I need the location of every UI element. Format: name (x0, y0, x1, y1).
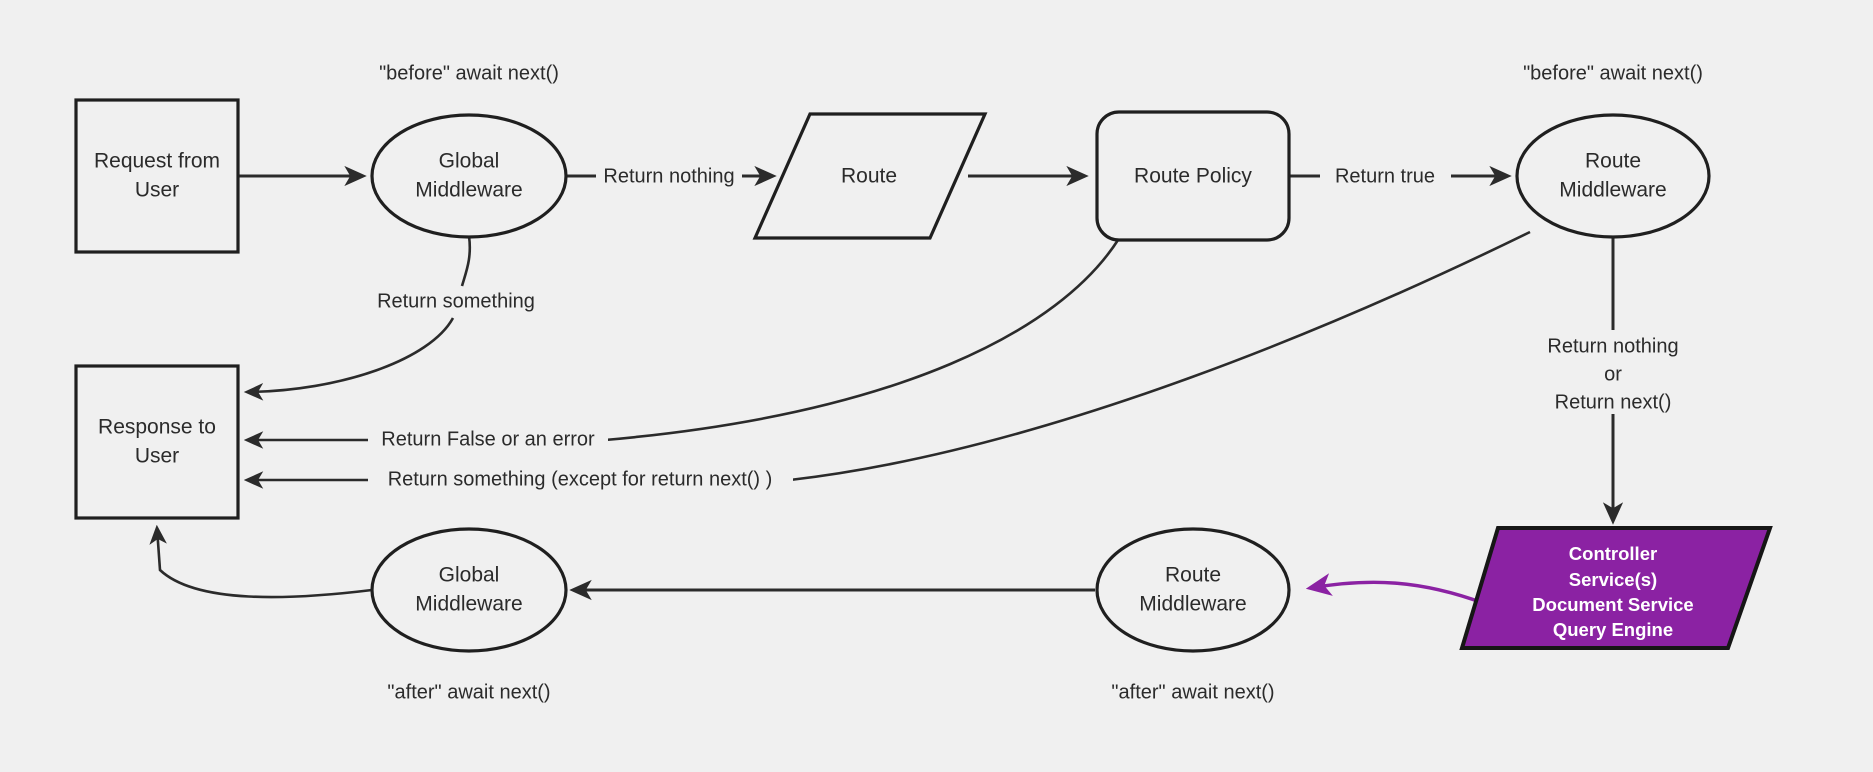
annotation-before-await-next-global: "before" await next() (379, 62, 559, 84)
node-global-middleware-bottom-line2: Middleware (415, 593, 522, 616)
node-route[interactable]: Route (752, 112, 988, 240)
edge-label-return-something-except-next: Return something (except for return next… (368, 467, 793, 493)
svg-text:or: or (1604, 363, 1622, 385)
node-global-middleware-bottom[interactable]: Global Middleware (370, 527, 568, 653)
node-request-from-user-line2: User (135, 179, 179, 202)
edge-label-return-true: Return true (1320, 163, 1451, 189)
annotation-after-await-next-global: "after" await next() (387, 681, 550, 703)
svg-text:Return next(): Return next() (1555, 391, 1672, 413)
svg-text:Return nothing: Return nothing (1547, 335, 1678, 357)
node-route-middleware-top-line2: Middleware (1559, 179, 1666, 202)
node-controller-services[interactable]: Controller Service(s) Document Service Q… (1459, 526, 1773, 650)
node-route-middleware-top-line1: Route (1585, 150, 1641, 173)
svg-text:Return False or an error: Return False or an error (381, 428, 595, 450)
svg-text:"before" await next(): "before" await next() (1523, 62, 1703, 84)
svg-text:"after" await next(): "after" await next() (387, 681, 550, 703)
node-route-policy-label: Route Policy (1134, 165, 1252, 188)
node-global-middleware-top[interactable]: Global Middleware (370, 113, 568, 239)
svg-text:"after" await next(): "after" await next() (1111, 681, 1274, 703)
node-global-middleware-top-line2: Middleware (415, 179, 522, 202)
node-response-to-user-line1: Response to (98, 416, 216, 439)
annotation-before-await-next-route: "before" await next() (1523, 62, 1703, 84)
node-route-middleware-bottom-line2: Middleware (1139, 593, 1246, 616)
svg-text:Return nothing: Return nothing (603, 165, 734, 187)
node-global-middleware-bottom-line1: Global (439, 564, 500, 587)
svg-text:Return true: Return true (1335, 165, 1435, 187)
edge-label-return-nothing: Return nothing (596, 163, 742, 189)
edge-controller-to-route-middleware-purple (1305, 573, 1484, 605)
svg-text:Return something (except for r: Return something (except for return next… (388, 468, 773, 490)
node-route-label: Route (841, 165, 897, 188)
node-request-from-user-line1: Request from (94, 150, 220, 173)
node-controller-services-line1: Controller (1569, 543, 1657, 564)
edge-label-return-false-or-error: Return False or an error (368, 427, 608, 453)
svg-text:Return something: Return something (377, 290, 535, 312)
node-route-policy[interactable]: Route Policy (1095, 110, 1291, 242)
edge-global-middleware-return-something (243, 235, 472, 401)
node-route-middleware-bottom[interactable]: Route Middleware (1095, 527, 1291, 653)
node-response-to-user-line2: User (135, 445, 179, 468)
node-controller-services-line2: Service(s) (1569, 569, 1657, 590)
edge-label-return-nothing-or-next: Return nothing or Return next() (1528, 332, 1700, 414)
annotation-after-await-next-route: "after" await next() (1111, 681, 1274, 703)
node-route-middleware-bottom-line1: Route (1165, 564, 1221, 587)
node-request-from-user[interactable]: Request from User (74, 98, 240, 254)
edge-label-return-something: Return something (366, 289, 546, 315)
node-controller-services-line4: Query Engine (1553, 619, 1673, 640)
svg-text:"before" await next(): "before" await next() (379, 62, 559, 84)
edge-global-middleware-bottom-to-response (149, 524, 373, 599)
edge-route-middleware-return-something (243, 230, 1531, 489)
node-controller-services-line3: Document Service (1532, 594, 1693, 615)
edge-route-policy-return-false (243, 239, 1120, 449)
node-response-to-user[interactable]: Response to User (74, 364, 240, 520)
node-route-middleware-top[interactable]: Route Middleware (1515, 113, 1711, 239)
node-global-middleware-top-line1: Global (439, 150, 500, 173)
